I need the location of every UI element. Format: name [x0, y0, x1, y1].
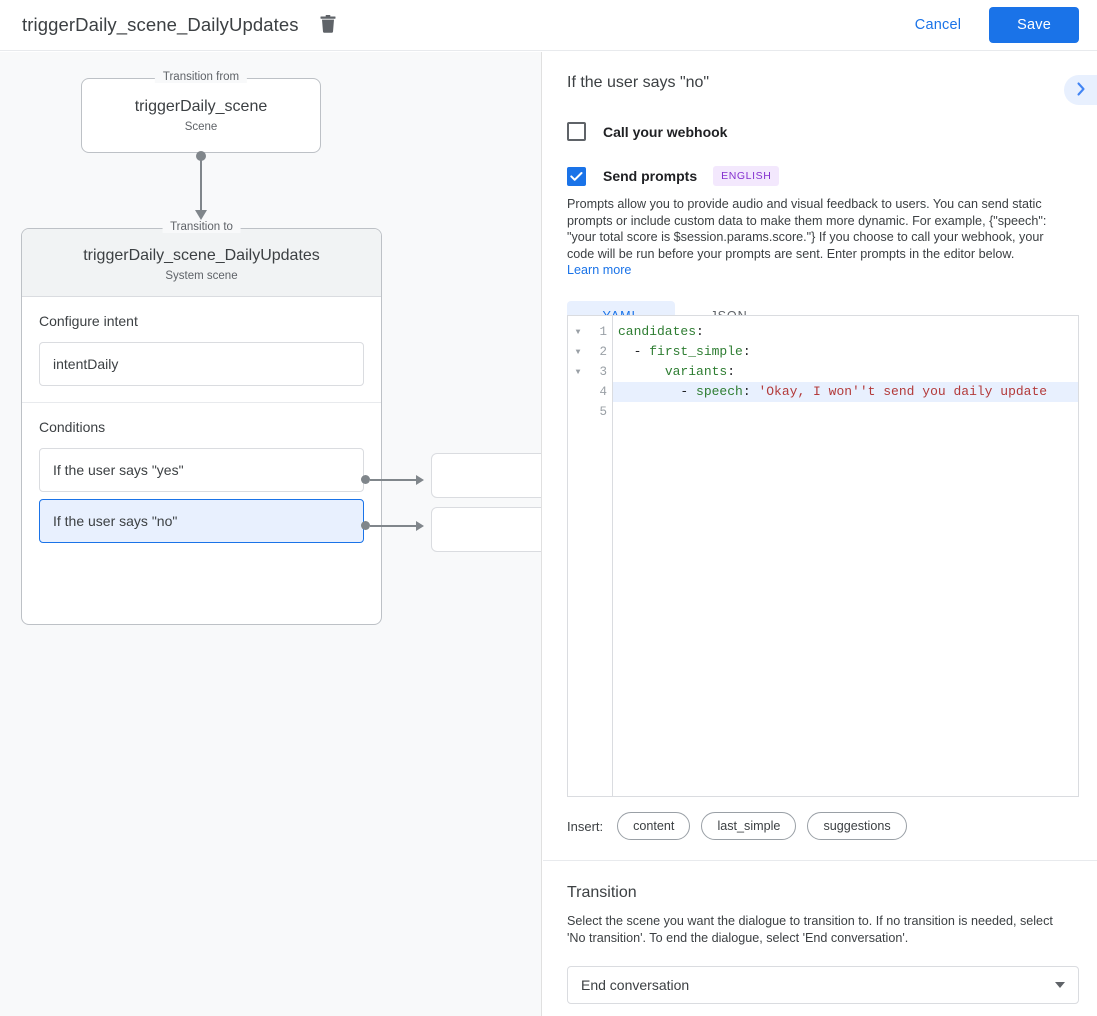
- line-number: 1: [599, 325, 607, 339]
- code-token: first_simple: [649, 344, 743, 359]
- page-title: triggerDaily_scene_DailyUpdates: [22, 14, 299, 35]
- code-token: speech: [696, 384, 743, 399]
- learn-more-link[interactable]: Learn more: [567, 263, 632, 277]
- code-token: [618, 364, 665, 379]
- editor-code-area[interactable]: candidates: - first_simple: variants: - …: [613, 316, 1078, 796]
- line-number: 4: [599, 385, 607, 399]
- send-prompts-row[interactable]: Send prompts ENGLISH: [543, 166, 1097, 186]
- conditions-label: Conditions: [39, 419, 106, 435]
- condition-yes-connector-dot: [361, 521, 370, 530]
- line-number: 3: [599, 365, 607, 379]
- code-line[interactable]: - first_simple:: [613, 342, 1078, 362]
- configure-intent-section: Configure intent intentDaily: [22, 297, 381, 402]
- chevron-right-icon: [1075, 81, 1087, 99]
- condition-no-connector-dot: [361, 475, 370, 484]
- code-line[interactable]: - speech: 'Okay, I won''t send you daily…: [613, 382, 1078, 402]
- insert-chip-content[interactable]: content: [617, 812, 691, 840]
- transition-to-header[interactable]: triggerDaily_scene_DailyUpdates System s…: [22, 229, 381, 297]
- code-token: variants: [664, 364, 728, 379]
- code-token: :: [727, 364, 736, 379]
- language-badge: ENGLISH: [713, 166, 780, 186]
- gutter-row: ▼1: [568, 322, 612, 342]
- code-line[interactable]: variants:: [613, 362, 1078, 382]
- prompts-description: Prompts allow you to provide audio and v…: [543, 186, 1073, 279]
- transition-from-subtitle: Scene: [184, 121, 218, 133]
- send-prompts-label: Send prompts: [603, 168, 698, 184]
- transition-from-title: triggerDaily_scene: [134, 98, 268, 115]
- transition-description: Select the scene you want the dialogue t…: [567, 914, 1053, 945]
- send-prompts-checkbox[interactable]: [567, 166, 586, 186]
- gutter-row: ▼2: [568, 342, 612, 362]
- transition-section: Transition Select the scene you want the…: [567, 884, 1079, 1004]
- condition-item-no[interactable]: If the user says "no": [39, 499, 364, 543]
- expand-panel-button[interactable]: [1064, 75, 1097, 105]
- condition-yes-arrow-icon: [416, 521, 424, 531]
- details-header: If the user says "no": [543, 52, 1097, 92]
- webhook-checkbox[interactable]: [567, 122, 586, 141]
- transition-select-value: End conversation: [581, 977, 690, 993]
- trash-icon: [320, 14, 336, 36]
- code-token: :: [742, 344, 751, 359]
- section-divider: [543, 860, 1097, 861]
- delete-button[interactable]: [313, 10, 343, 40]
- condition-item-yes[interactable]: If the user says "yes": [39, 448, 364, 492]
- configure-intent-label: Configure intent: [39, 313, 138, 329]
- insert-chips-row: Insert: content last_simple suggestions: [567, 812, 907, 840]
- prompts-description-text: Prompts allow you to provide audio and v…: [567, 197, 1047, 261]
- edge-line: [200, 153, 202, 215]
- insert-chip-suggestions[interactable]: suggestions: [807, 812, 907, 840]
- code-token: :: [696, 324, 704, 339]
- transition-to-subtitle: System scene: [165, 270, 238, 282]
- transition-select[interactable]: End conversation: [567, 966, 1079, 1004]
- target-node-yes[interactable]: [431, 453, 541, 498]
- transition-to-title: triggerDaily_scene_DailyUpdates: [83, 247, 320, 264]
- transition-from-node[interactable]: Transition from triggerDaily_scene Scene: [81, 71, 321, 153]
- gutter-row: ▼3: [568, 362, 612, 382]
- target-node-no[interactable]: [431, 507, 541, 552]
- code-token: 'Okay, I won''t send you daily update: [758, 384, 1048, 399]
- line-number: 5: [599, 405, 607, 419]
- code-line[interactable]: [613, 402, 1078, 422]
- cancel-button[interactable]: Cancel: [903, 9, 973, 41]
- details-title: If the user says "no": [567, 74, 710, 91]
- transition-to-legend: Transition to: [162, 221, 241, 233]
- topbar-actions: Cancel Save: [903, 7, 1079, 43]
- condition-yes-connector-line: [370, 525, 418, 527]
- transition-to-node: Transition to triggerDaily_scene_DailyUp…: [21, 221, 382, 625]
- code-token: candidates: [618, 324, 697, 339]
- transition-from-legend: Transition from: [154, 71, 248, 83]
- condition-no-connector-line: [370, 479, 418, 481]
- fold-triangle-icon[interactable]: ▼: [575, 327, 581, 337]
- conditions-section: Conditions If the user says "yes" If the…: [22, 402, 381, 559]
- intent-field[interactable]: intentDaily: [39, 342, 364, 386]
- webhook-row[interactable]: Call your webhook: [543, 122, 1097, 141]
- code-line[interactable]: candidates:: [613, 322, 1078, 342]
- insert-label: Insert:: [567, 818, 604, 834]
- top-app-bar: triggerDaily_scene_DailyUpdates Cancel S…: [0, 0, 1097, 51]
- insert-chip-last-simple[interactable]: last_simple: [701, 812, 797, 840]
- line-number: 2: [599, 345, 607, 359]
- save-button[interactable]: Save: [989, 7, 1079, 43]
- fold-triangle-icon[interactable]: ▼: [575, 347, 581, 357]
- code-token: -: [618, 384, 697, 399]
- gutter-row: 5: [568, 402, 612, 422]
- code-token: -: [618, 344, 650, 359]
- webhook-label: Call your webhook: [603, 123, 728, 140]
- code-token: :: [742, 384, 759, 399]
- fold-triangle-icon[interactable]: ▼: [575, 367, 581, 377]
- transition-title: Transition: [567, 884, 637, 901]
- condition-no-arrow-icon: [416, 475, 424, 485]
- edge-arrow-icon: [195, 210, 207, 220]
- chevron-down-icon: [1055, 982, 1065, 988]
- graph-panel: Transition from triggerDaily_scene Scene…: [0, 52, 542, 1016]
- gutter-row: 4: [568, 382, 612, 402]
